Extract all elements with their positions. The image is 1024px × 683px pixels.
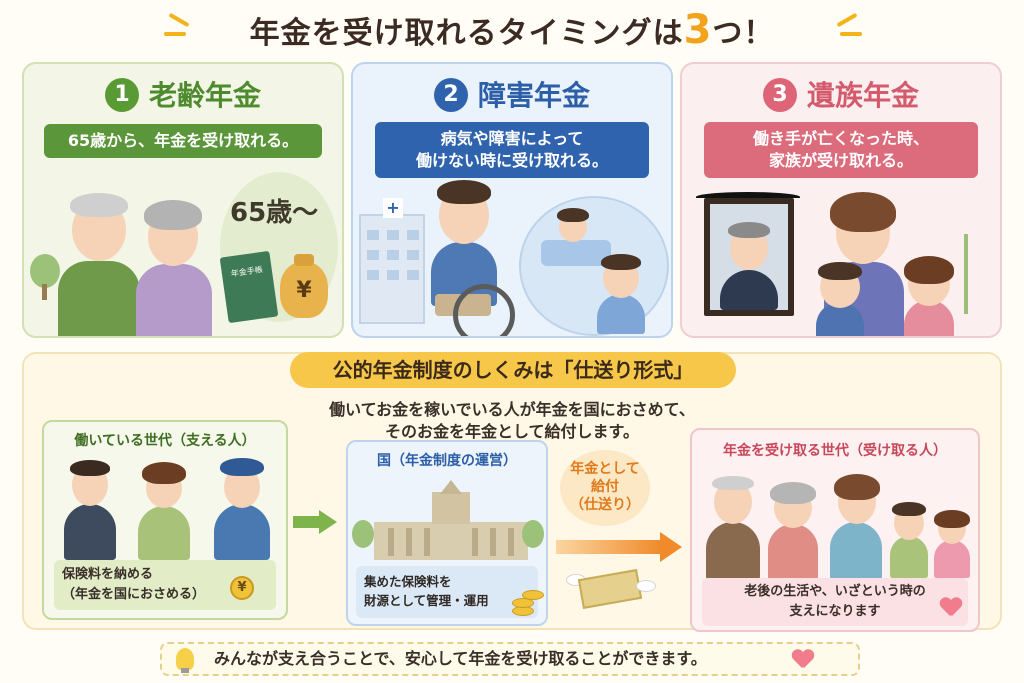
receivers-note-line: 老後の生活や、いざという時の bbox=[744, 584, 926, 599]
benefit-bubble: 年金として 給付 （仕送り） bbox=[560, 450, 650, 526]
elderly-woman-illustration bbox=[132, 192, 216, 336]
card-survivors-pension: 3 遺族年金 働き手が亡くなった時、 家族が受け取れる。 bbox=[680, 62, 1002, 338]
tree-icon bbox=[30, 254, 60, 288]
yen-coin-symbol: ¥ bbox=[237, 580, 247, 595]
hospital-icon: + bbox=[359, 198, 425, 324]
card-description: 病気や障害によって 働けない時に受け取れる。 bbox=[375, 122, 649, 178]
title-number: 3 bbox=[683, 7, 713, 53]
card-number: 3 bbox=[762, 78, 797, 112]
benefit-line: 年金として bbox=[570, 461, 640, 477]
footer-message: みんなが支え合うことで、安心して年金を受け取ることができます。 bbox=[160, 642, 860, 676]
memorial-photo-icon bbox=[704, 198, 794, 316]
hospital-scene-bubble bbox=[519, 196, 669, 336]
title-prefix: 年金を受け取れるタイミングは bbox=[249, 16, 684, 51]
page-title: 年金を受け取れるタイミングは3つ！ bbox=[0, 8, 1024, 52]
card-description-line: 病気や障害によって bbox=[440, 129, 584, 148]
arrow-right-icon bbox=[293, 510, 339, 534]
wing-icon bbox=[636, 580, 656, 592]
heart-icon bbox=[940, 598, 962, 618]
sparkle-icon bbox=[164, 32, 186, 36]
receivers-note: 老後の生活や、いざという時の 支えになります bbox=[702, 578, 968, 626]
tree-icon bbox=[522, 520, 544, 548]
benefit-line: 給付 bbox=[591, 479, 619, 495]
receivers-generation-box: 年金を受け取る世代（受け取る人） 老後の生活や、いざという時の 支えになります bbox=[690, 428, 980, 632]
money-bag-icon: ¥ bbox=[280, 254, 328, 318]
businessman-illustration bbox=[60, 458, 120, 560]
system-explain-line: そのお金を年金として給付します。 bbox=[385, 422, 639, 441]
title-suffix: つ！ bbox=[712, 16, 775, 51]
hospital-cross-icon: + bbox=[383, 198, 403, 218]
card-disability-pension: 2 障害年金 病気や障害によって 働けない時に受け取れる。 + bbox=[351, 62, 673, 338]
card-title: 老齢年金 bbox=[148, 79, 261, 112]
workers-note-line: （年金を国におさめる） bbox=[62, 587, 206, 602]
workers-note-line: 保険料を納める bbox=[62, 567, 154, 582]
benefit-line: （仕送り） bbox=[570, 497, 640, 513]
heart-icon bbox=[792, 650, 814, 670]
card-description-line: 働けない時に受け取れる。 bbox=[415, 151, 608, 170]
footer-text: みんなが支え合うことで、安心して年金を受け取ることができます。 bbox=[214, 649, 707, 668]
age-label: 65歳～ bbox=[230, 198, 319, 228]
card-heading: 3 遺族年金 bbox=[682, 78, 1000, 114]
nation-note: 集めた保険料を 財源として管理・運用 bbox=[356, 566, 538, 618]
sparkle-icon bbox=[840, 32, 862, 36]
pension-book-label: 年金手帳 bbox=[230, 264, 264, 279]
shop-worker-illustration bbox=[134, 462, 194, 560]
nation-note-line: 集めた保険料を bbox=[364, 574, 452, 589]
card-description-line: 家族が受け取れる。 bbox=[768, 151, 913, 170]
workers-title: 働いている世代（支える人） bbox=[74, 433, 256, 449]
workers-generation-box: 働いている世代（支える人） 保険料を納める （年金を国におさめる） ¥ bbox=[42, 420, 288, 620]
factory-worker-illustration bbox=[210, 458, 274, 560]
pension-book-icon: 年金手帳 bbox=[219, 250, 279, 324]
elderly-woman-illustration bbox=[764, 482, 822, 580]
woman-illustration bbox=[826, 470, 886, 580]
card-number: 1 bbox=[104, 78, 139, 112]
arrow-right-icon bbox=[556, 532, 686, 562]
workers-note: 保険料を納める （年金を国におさめる） bbox=[54, 560, 276, 610]
elderly-man-illustration bbox=[702, 470, 764, 580]
system-title: 公的年金制度のしくみは「仕送り形式」 bbox=[290, 352, 736, 388]
card-description-line: 働き手が亡くなった時、 bbox=[752, 129, 929, 148]
nation-note-line: 財源として管理・運用 bbox=[364, 593, 489, 608]
card-heading: 1 老齢年金 bbox=[24, 78, 342, 114]
girl-illustration bbox=[930, 510, 974, 578]
system-explain-line: 働いてお金を稼いでいる人が年金を国におさめて、 bbox=[329, 400, 695, 419]
tree-trunk bbox=[42, 284, 47, 300]
card-description: 働き手が亡くなった時、 家族が受け取れる。 bbox=[704, 122, 978, 178]
wheelchair-user-illustration bbox=[413, 176, 523, 336]
card-title: 遺族年金 bbox=[806, 79, 919, 112]
card-title: 障害年金 bbox=[477, 79, 590, 112]
coin-stack-icon bbox=[522, 590, 544, 600]
card-description: 65歳から、年金を受け取れる。 bbox=[44, 124, 322, 158]
yen-coin-icon: ¥ bbox=[230, 576, 254, 600]
daughter-illustration bbox=[898, 252, 960, 336]
card-old-age-pension: 1 老齢年金 65歳から、年金を受け取れる。 65歳～ 年金手帳 ¥ bbox=[22, 62, 344, 338]
tree-icon bbox=[352, 520, 374, 548]
nation-title: 国（年金制度の運営） bbox=[377, 453, 517, 469]
plant-icon bbox=[964, 234, 968, 314]
card-heading: 2 障害年金 bbox=[353, 78, 671, 114]
mourning-ribbon-icon bbox=[696, 192, 800, 202]
receivers-title: 年金を受け取る世代（受け取る人） bbox=[723, 443, 947, 459]
money-bag-symbol: ¥ bbox=[296, 278, 312, 303]
lightbulb-icon bbox=[176, 648, 194, 673]
elderly-man-illustration bbox=[54, 179, 144, 336]
card-number: 2 bbox=[433, 78, 468, 112]
coin-stack-icon bbox=[512, 598, 534, 608]
boy-illustration bbox=[886, 502, 932, 578]
receivers-note-line: 支えになります bbox=[789, 604, 881, 619]
son-illustration bbox=[810, 260, 870, 336]
national-diet-building-icon bbox=[374, 480, 528, 560]
